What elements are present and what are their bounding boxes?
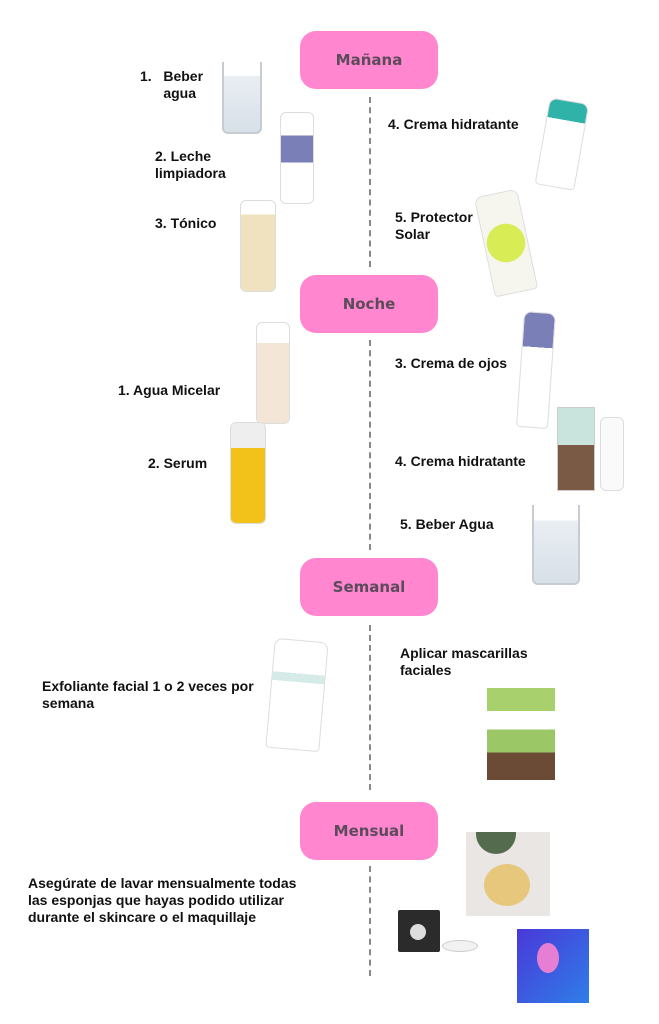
step-crema-ojos: 3. Crema de ojos [395,355,508,371]
step-agua-micelar: 1. Agua Micelar [118,382,221,398]
moisturizer-jar-image [600,417,624,491]
step-crema-hidratante-noche: 4. Crema hidratante [395,453,526,469]
step-serum: 2. Serum [148,455,208,471]
step-crema-hidratante: 4. Crema hidratante [388,116,519,132]
makeup-sponge-image [517,929,589,1003]
cleansing-pads-box-image [398,910,440,952]
step-beber-agua-noche: 5. Beber Agua [400,516,494,532]
step-protector-solar: 5. Protector Solar [395,209,473,242]
moisturizer-box-image [557,407,595,491]
serum-image [230,422,266,524]
weekly-exfoliant-text: Exfoliante facial 1 o 2 veces por semana [42,678,254,711]
water-glass-image [222,62,262,134]
face-mask-box-image [487,688,555,780]
sea-sponge-image [466,832,550,916]
divider [369,340,371,550]
divider [369,625,371,790]
water-glass-image [532,505,580,585]
exfoliant-image [265,637,329,753]
micellar-water-image [256,322,290,424]
section-manana-header: Mañana [300,31,438,89]
weekly-masks-text: Aplicar mascarillas faciales [400,645,528,678]
step-tonico: 3. Tónico [155,215,217,231]
step-beber-agua: 1. Beber agua [140,68,204,101]
step-leche-limpiadora: 2. Leche limpiadora [155,148,226,181]
eye-cream-image [515,311,557,429]
section-mensual-header: Mensual [300,802,438,860]
cleansing-milk-image [280,112,314,204]
monthly-sponges-text: Asegúrate de lavar mensualmente todas la… [28,875,297,925]
section-noche-header: Noche [300,275,438,333]
divider [369,97,371,267]
divider [369,866,371,976]
sunscreen-image [473,188,539,298]
moisturizer-image [534,97,590,191]
section-semanal-header: Semanal [300,558,438,616]
toner-image [240,200,276,292]
cotton-pads-image [442,940,478,952]
